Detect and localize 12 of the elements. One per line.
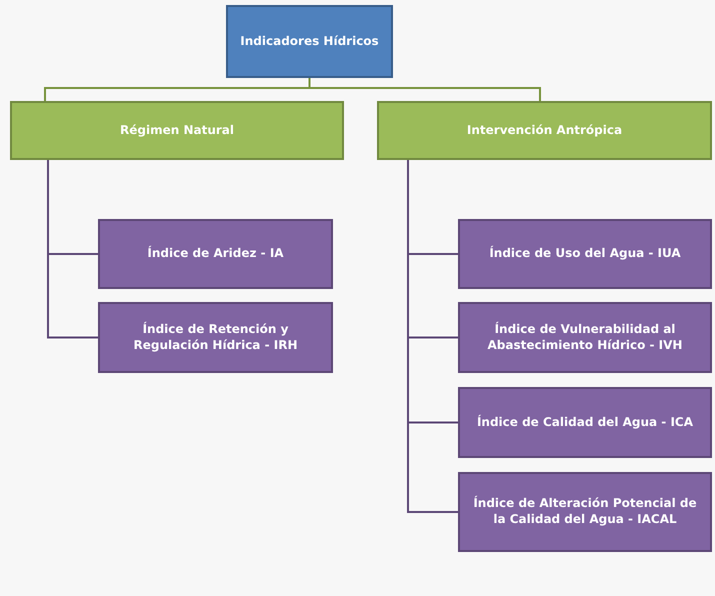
indicator-box: Índice de Uso del Agua - IUA: [458, 219, 712, 289]
indicator-box: Índice de Calidad del Agua - ICA: [458, 387, 712, 458]
indicator-box: Índice de Vulnerabilidad al Abastecimiento Hídrico - IVH: [458, 302, 712, 373]
title-box: Indicadores Hídricos: [226, 5, 393, 78]
category-box: Régimen Natural: [10, 101, 344, 160]
connector-line: [308, 78, 541, 101]
indicator-box: Índice de Retención y Regulación Hídrica - IRH: [98, 302, 333, 373]
indicator-box: Índice de Alteración Potencial de la Calidad del Agua - IACAL: [458, 472, 712, 552]
category-box: Intervención Antrópica: [377, 101, 712, 160]
connector-line: [47, 160, 98, 338]
connector-line: [407, 160, 458, 513]
indicator-box: Índice de Aridez - IA: [98, 219, 333, 289]
